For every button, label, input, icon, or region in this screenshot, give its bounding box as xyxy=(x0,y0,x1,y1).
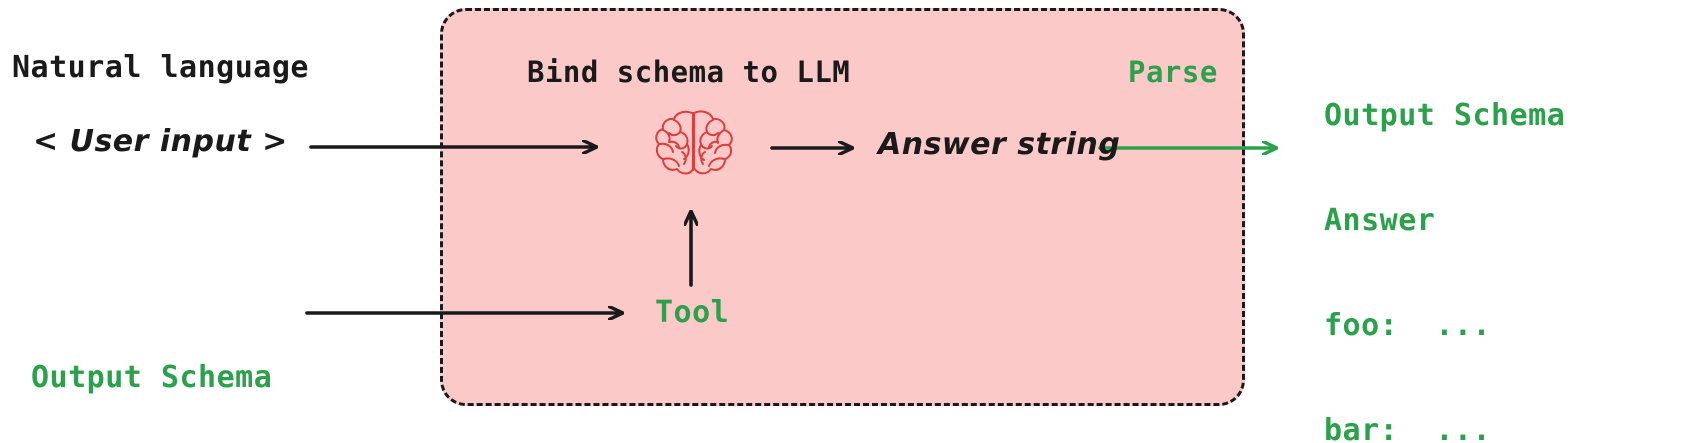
user-input-text: < User input > xyxy=(33,124,288,159)
input-output-schema-block: Output Schema foo: ... bar: ... xyxy=(31,290,272,443)
parse-label: Parse xyxy=(1128,55,1218,89)
llm-container-box xyxy=(440,8,1245,406)
input-schema-header: Output Schema xyxy=(31,360,273,395)
output-schema-line-bar: bar: ... xyxy=(1324,413,1492,443)
output-schema-block: Output Schema Answer foo: ... bar: ... xyxy=(1324,28,1565,443)
output-schema-header: Output Schema xyxy=(1324,98,1566,133)
tool-label: Tool xyxy=(655,295,730,330)
natural-language-label: Natural language xyxy=(12,50,309,85)
brain-icon xyxy=(655,110,733,175)
answer-string-text: Answer string xyxy=(878,127,1121,162)
output-schema-line-foo: foo: ... xyxy=(1324,308,1492,343)
output-schema-line-answer: Answer xyxy=(1324,203,1436,238)
bind-schema-to-llm-label: Bind schema to LLM xyxy=(527,55,851,89)
